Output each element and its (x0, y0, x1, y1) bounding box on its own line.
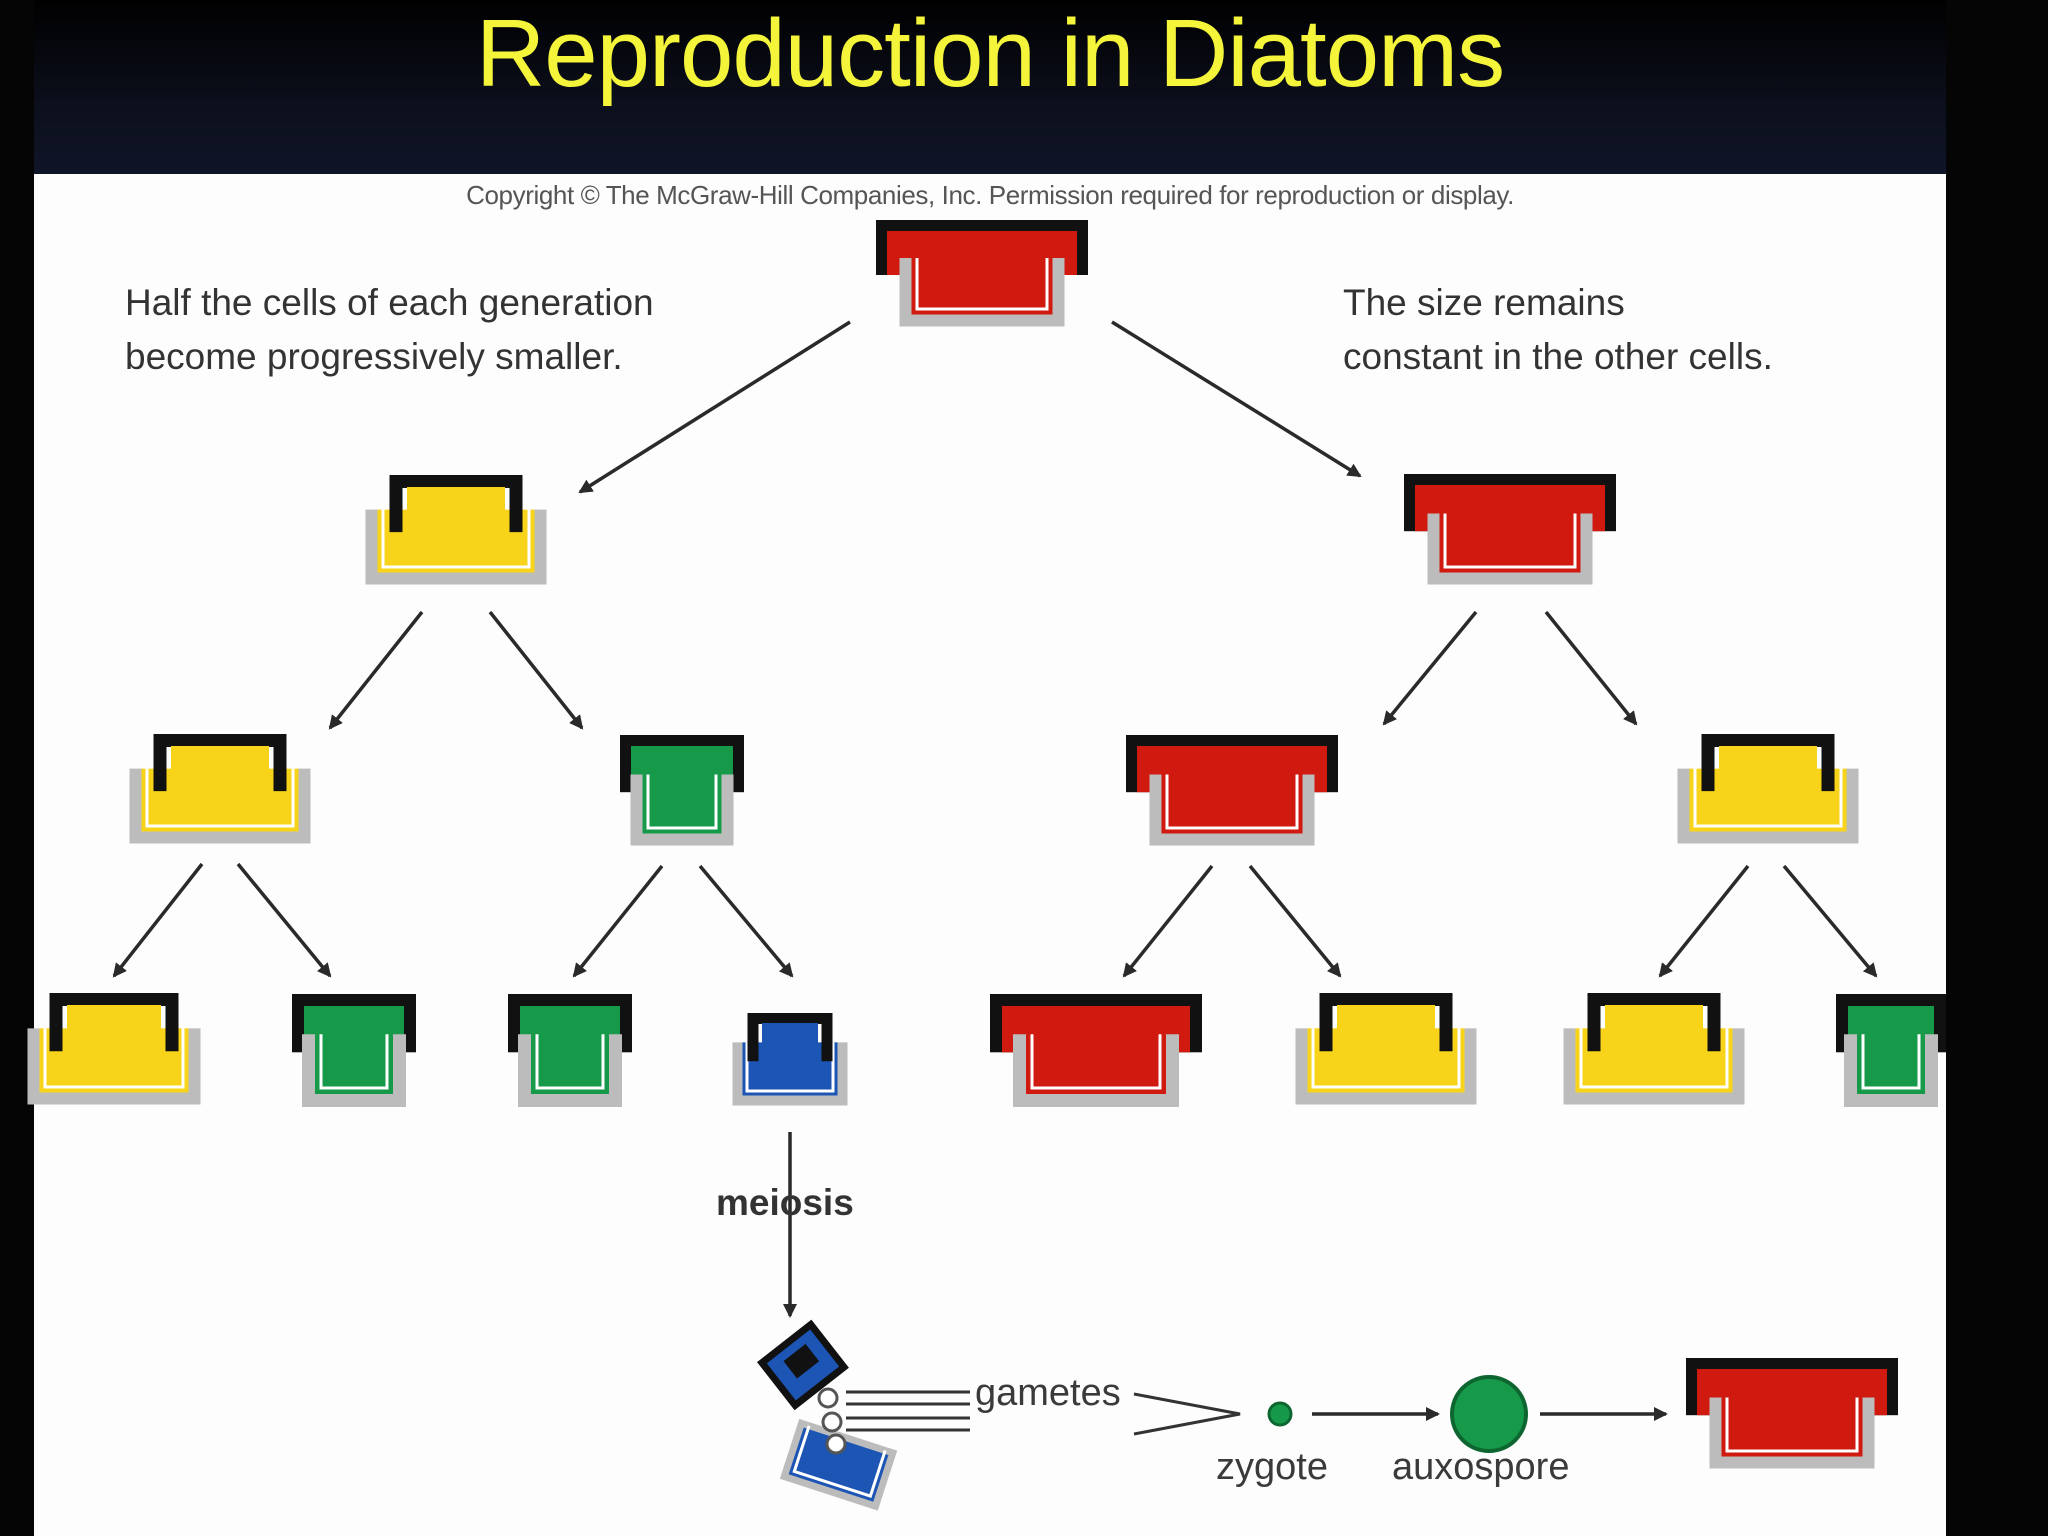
gametes-label: gametes (975, 1372, 1121, 1414)
note-right-line-2: constant in the other cells. (1343, 336, 1773, 377)
arrow-gen1-yellow-left (328, 610, 424, 730)
cell-gen3-yellow-c (1563, 993, 1745, 1105)
arrow-gen2-red-left (1122, 864, 1214, 978)
arrow-gen2-green-right (698, 864, 794, 978)
title-bar (34, 0, 1946, 174)
note-right: The size remains constant in the other c… (1343, 276, 1773, 384)
gamete-2 (821, 1411, 843, 1433)
slide-title: Reproduction in Diatoms (475, 0, 1505, 107)
gametes-merge-lines (1133, 1392, 1241, 1436)
auxospore-label: auxospore (1392, 1446, 1570, 1488)
arrow-gen2-yellow-b-right (1782, 864, 1878, 978)
arrow-gen1-yellow-right (488, 610, 584, 730)
auxospore (1450, 1375, 1528, 1453)
gamete-3 (825, 1433, 847, 1455)
right-black-border (1946, 0, 2048, 1536)
cell-gen3-yellow-a (27, 993, 201, 1105)
cell-gen1-yellow (365, 475, 547, 585)
cell-gen2-green (620, 735, 744, 846)
sexual-reproduction (757, 1319, 1528, 1511)
arrow-gen2-red-right (1248, 864, 1342, 978)
cell-gen3-green-a (292, 994, 416, 1107)
cell-gen2-yellow-a (129, 734, 311, 844)
cell-gen3-green-c (1836, 994, 1946, 1107)
cell-gen3-red (990, 994, 1202, 1107)
cell-gen2-red (1126, 735, 1338, 846)
arrow-gen1-red-left (1382, 610, 1478, 726)
arrow-gen1-red-right (1544, 610, 1638, 726)
cell-gen2-yellow-b (1677, 734, 1859, 844)
gamete-cell-top (757, 1319, 849, 1411)
cell-gen3-yellow-b (1295, 993, 1477, 1105)
gamete-cell-bottom (779, 1418, 898, 1511)
note-left: Half the cells of each generation become… (125, 276, 654, 384)
arrow-gen2-green-left (572, 864, 664, 978)
arrow-gen0-right (1111, 320, 1362, 478)
cell-gen3-blue (732, 1013, 848, 1106)
left-black-border (0, 0, 34, 1536)
zygote-label: zygote (1216, 1446, 1328, 1488)
meiosis-label: meiosis (716, 1182, 854, 1223)
note-left-line-1: Half the cells of each generation (125, 282, 654, 323)
copyright-notice: Copyright © The McGraw-Hill Companies, I… (466, 180, 1514, 210)
gamete-1 (817, 1387, 839, 1409)
arrows (112, 320, 1878, 1421)
note-right-line-1: The size remains (1343, 282, 1625, 323)
cell-gen1-red (1404, 474, 1616, 585)
arrow-gen0-left (578, 320, 851, 494)
note-left-line-2: become progressively smaller. (125, 336, 623, 377)
diatom-cells (27, 220, 1946, 1469)
cell-gen0-red (876, 220, 1088, 327)
arrow-gen2-yellow-b-left (1658, 864, 1750, 978)
arrow-gen2-yellow-right (236, 862, 332, 978)
cell-restored-red (1686, 1358, 1898, 1469)
cell-gen3-green-b (508, 994, 632, 1107)
arrow-gen2-yellow-left (112, 862, 204, 978)
zygote (1267, 1401, 1293, 1427)
